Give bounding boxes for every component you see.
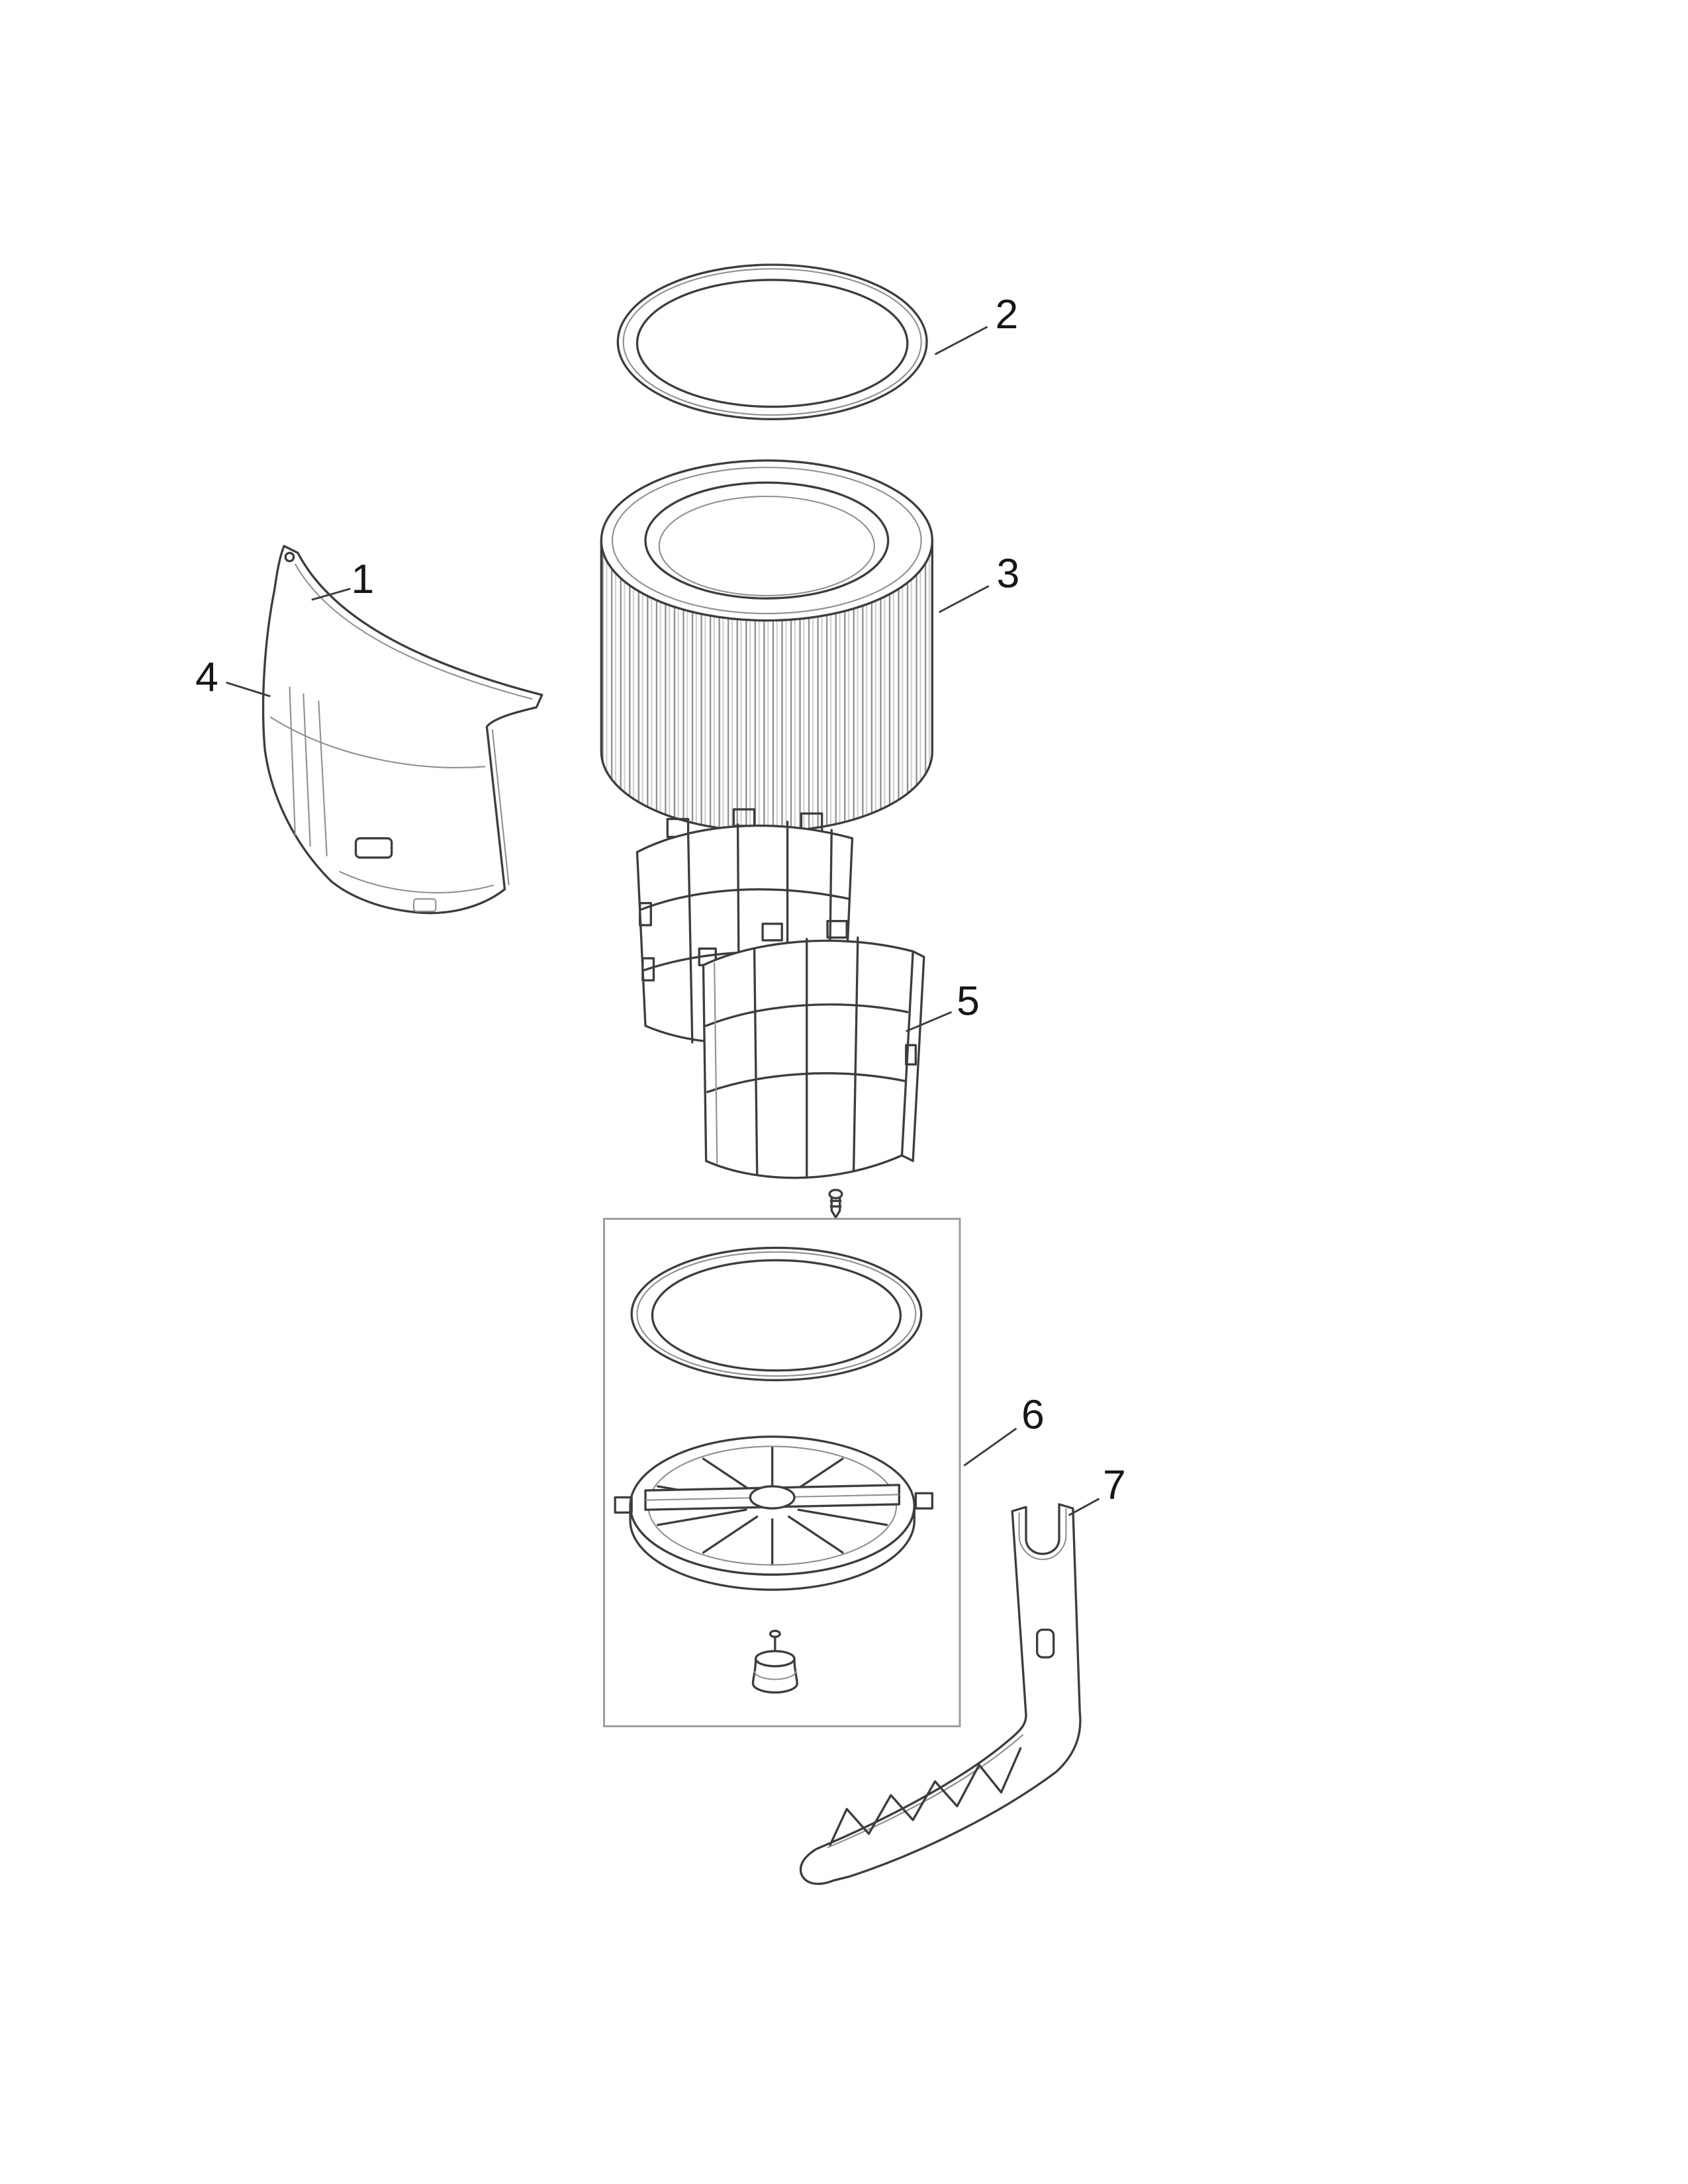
callout-2: 2 xyxy=(934,291,1018,355)
callout-label: 7 xyxy=(1103,1462,1126,1508)
kit-float-plate xyxy=(614,1435,934,1591)
handle-outline xyxy=(799,1503,1082,1886)
leader-line xyxy=(311,588,351,601)
cage-screw xyxy=(828,1189,843,1219)
cage-front-half xyxy=(698,920,925,1179)
kit-box xyxy=(603,1218,961,1727)
callout-label: 1 xyxy=(352,556,375,602)
callout-label: 6 xyxy=(1021,1391,1045,1437)
leader-line xyxy=(963,1428,1017,1467)
cover-screw-hole xyxy=(284,551,295,563)
callout-label: 2 xyxy=(995,291,1018,338)
part-7-handle-lever xyxy=(799,1503,1082,1886)
handle-hole xyxy=(1036,1628,1055,1659)
part-6-float-kit xyxy=(603,1218,961,1727)
part-4-cover xyxy=(261,545,543,915)
cover-outline xyxy=(261,545,543,915)
callout-4: 4 xyxy=(195,654,271,700)
callout-label: 5 xyxy=(957,978,980,1024)
part-2-seal-ring xyxy=(616,263,928,421)
callout-1: 1 xyxy=(311,556,375,602)
callout-6: 6 xyxy=(963,1391,1045,1467)
part-5-filter-cage xyxy=(635,808,925,1219)
leader-line xyxy=(939,585,990,614)
callout-label: 3 xyxy=(997,551,1020,597)
kit-seal-ring xyxy=(630,1246,923,1382)
leader-line xyxy=(226,681,271,698)
kit-drain-plug xyxy=(751,1629,798,1694)
leader-line xyxy=(906,1011,953,1032)
callout-5: 5 xyxy=(906,978,980,1032)
filter-opening xyxy=(644,481,890,600)
callout-3: 3 xyxy=(939,551,1020,614)
callout-7: 7 xyxy=(1068,1462,1126,1516)
leader-line xyxy=(1068,1498,1100,1516)
cover-slot xyxy=(354,837,393,859)
callout-label: 4 xyxy=(195,654,218,700)
leader-line xyxy=(934,326,988,355)
callouts: 1 2 3 4 5 6 7 xyxy=(195,291,1126,1516)
part-3-cartridge-filter xyxy=(600,459,934,833)
